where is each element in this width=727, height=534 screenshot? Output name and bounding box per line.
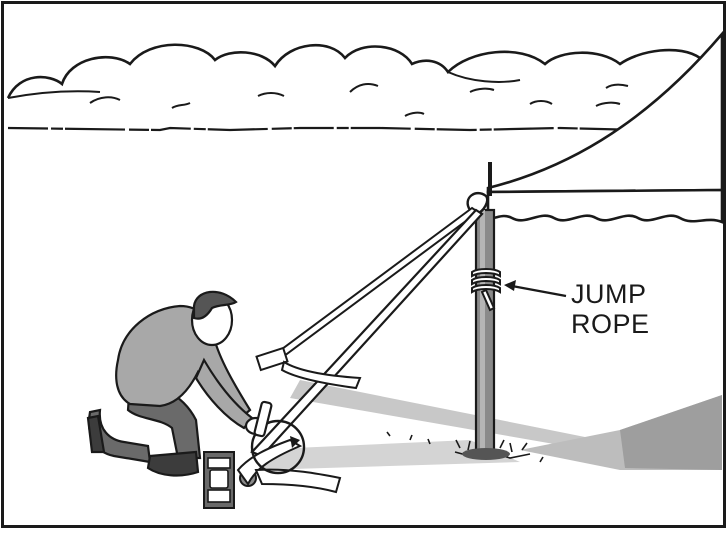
tent-valance [488, 190, 722, 222]
jump-rope-label: JUMP ROPE [571, 279, 650, 339]
callout-line-2: ROPE [571, 309, 650, 339]
pole-highlight [480, 210, 485, 450]
callout-line-1: JUMP [571, 279, 650, 309]
